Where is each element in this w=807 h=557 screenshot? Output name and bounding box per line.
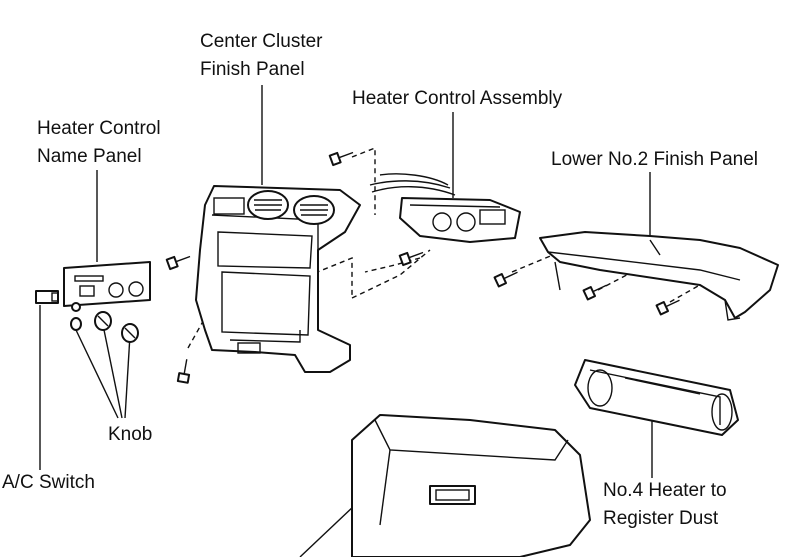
label-lower-finish-panel: Lower No.2 Finish Panel: [551, 149, 758, 170]
label-heater-duct-line1: No.4 Heater to: [603, 480, 727, 501]
screw-icon: [176, 359, 191, 384]
leader-knob-c: [124, 334, 131, 419]
label-center-cluster-line1: Center Cluster: [200, 31, 323, 52]
knobs-part: [70, 302, 139, 343]
label-name-panel-line2: Name Panel: [37, 146, 142, 167]
label-heater-control-assembly: Heater Control Assembly: [352, 88, 563, 109]
lower-finish-panel-part: [539, 231, 779, 321]
leader-knob-b: [102, 324, 123, 419]
screw-icon: [328, 151, 354, 167]
screw-icon: [582, 284, 607, 301]
screw-icon: [493, 271, 518, 288]
leader-lines: [39, 85, 653, 557]
screw-icon: [398, 251, 424, 267]
leader-glove-box: [299, 504, 356, 557]
ac-switch-part: [35, 290, 59, 304]
heater-duct-part: [574, 359, 739, 436]
glove-box-part: [351, 414, 591, 557]
label-heater-duct-line2: Register Dust: [603, 508, 719, 529]
label-ac-switch: A/C Switch: [2, 472, 95, 493]
label-knob: Knob: [108, 424, 153, 445]
label-name-panel-line1: Heater Control: [37, 118, 161, 139]
name-panel-part: [63, 261, 151, 307]
leader-knob-a: [75, 329, 119, 419]
label-center-cluster-line2: Finish Panel: [200, 59, 305, 80]
center-cluster-finish-panel-part: [195, 185, 361, 373]
screw-icon: [655, 299, 680, 316]
screw-icon: [165, 255, 191, 271]
heater-control-assembly-part: [369, 173, 521, 243]
